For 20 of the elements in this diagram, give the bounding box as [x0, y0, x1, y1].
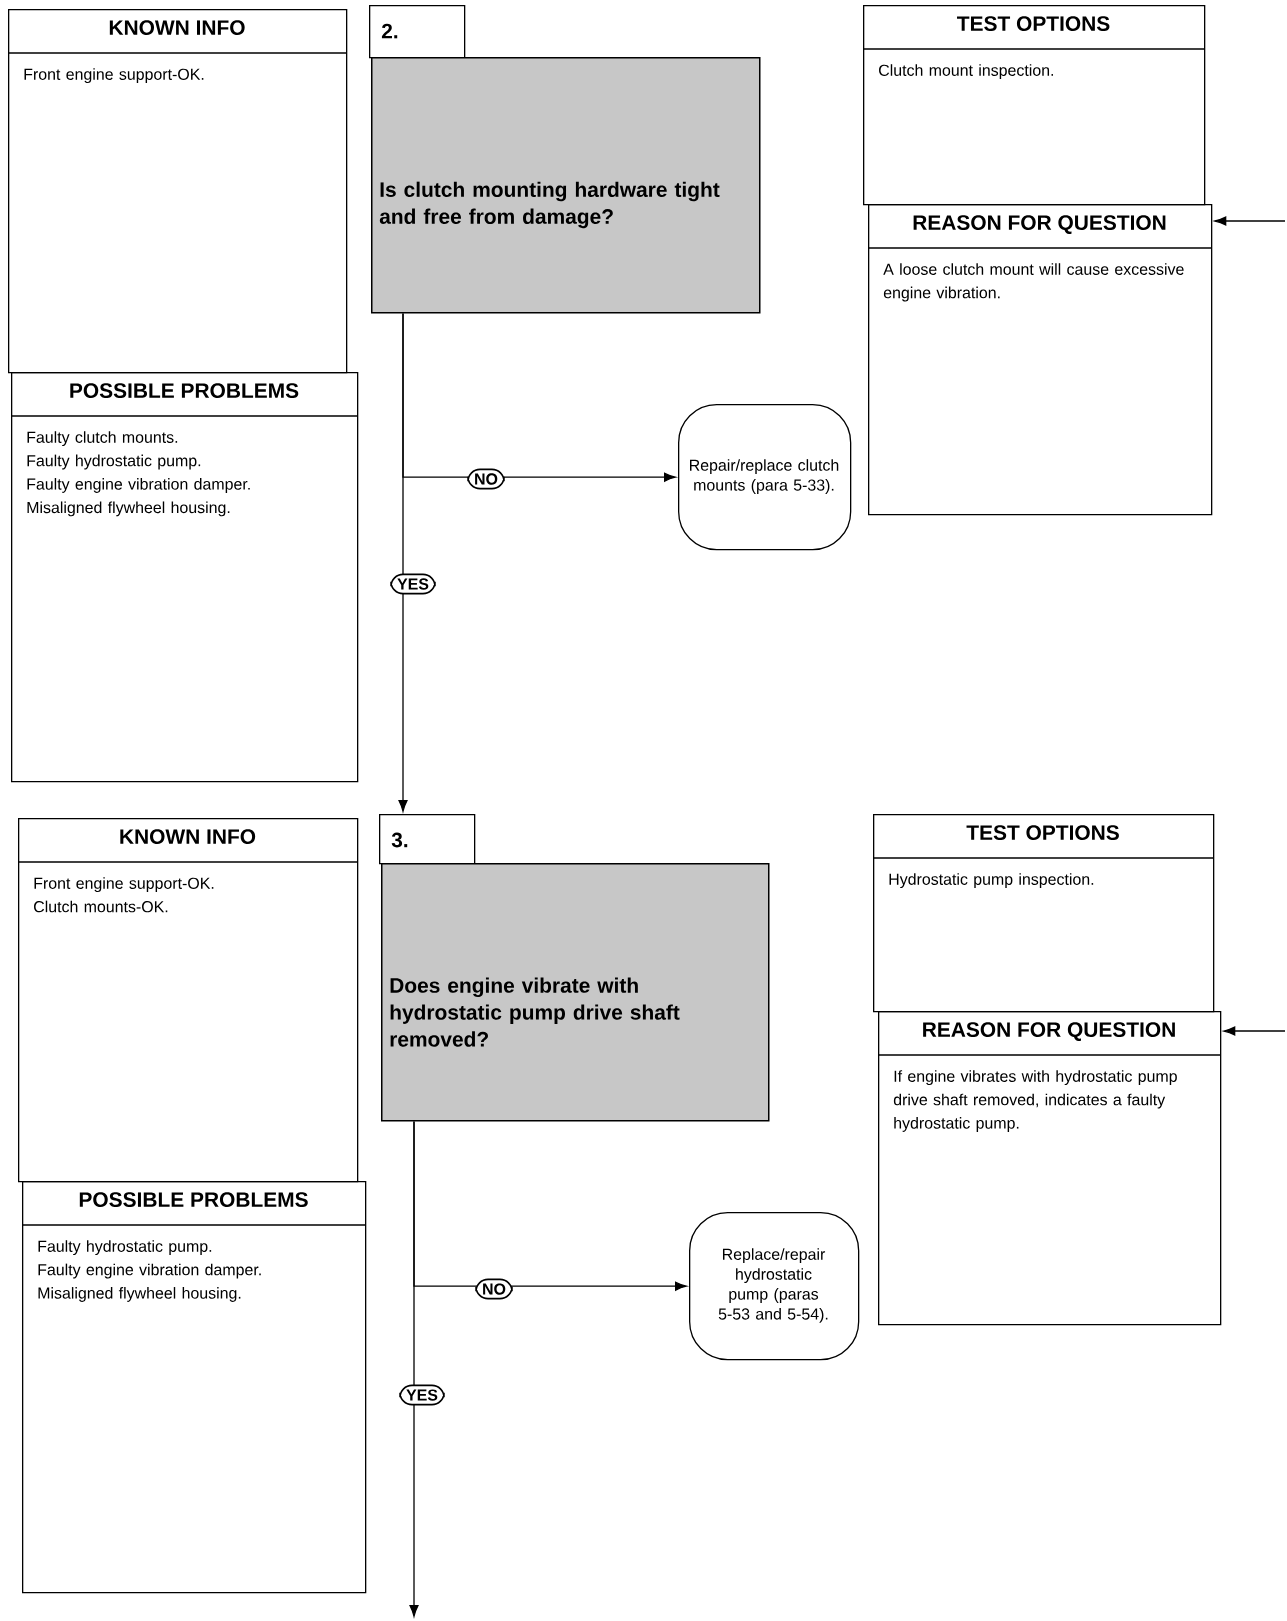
info-panel: KNOWN INFO Front engine support-OK.: [7, 9, 348, 374]
edge-label: NO: [467, 468, 505, 490]
question-box: Is clutch mounting hardware tight and free from damage?: [371, 57, 761, 314]
edge-label: YES: [399, 1384, 445, 1406]
edge-label: NO: [475, 1278, 513, 1300]
arrow: [398, 312, 408, 812]
info-panel: REASON FOR QUESTION A loose clutch mount will cause excessive engine vibration.: [867, 204, 1213, 516]
arrow: [1223, 1026, 1286, 1036]
info-panel: REASON FOR QUESTION If engine vibrates with hydrostatic pump drive shaft removed, indicates a faulty hydrostatic pump.: [877, 1011, 1222, 1326]
info-panel: POSSIBLE PROBLEMS Faulty clutch mounts. Faulty hydrostatic pump. Faulty engine vibration damper. Misaligned flywheel housing.: [10, 372, 359, 783]
info-panel: TEST OPTIONS Hydrostatic pump inspection.: [872, 814, 1215, 1013]
arrow: [1214, 216, 1286, 226]
info-panel: POSSIBLE PROBLEMS Faulty hydrostatic pump. Faulty engine vibration damper. Misaligned flywheel housing.: [21, 1181, 367, 1594]
edge-label: YES: [390, 573, 436, 595]
action-box: Repair/replace clutch mounts (para 5-33).: [678, 404, 852, 551]
info-panel: TEST OPTIONS Clutch mount inspection.: [862, 5, 1206, 206]
info-panel: KNOWN INFO Front engine support-OK. Clutch mounts-OK.: [17, 818, 359, 1183]
action-box: Replace/repair hydrostatic pump (paras 5-53 and 5-54).: [689, 1212, 860, 1361]
arrow: [409, 1120, 419, 1617]
question-box: Does engine vibrate with hydrostatic pump drive shaft removed?: [381, 863, 770, 1122]
